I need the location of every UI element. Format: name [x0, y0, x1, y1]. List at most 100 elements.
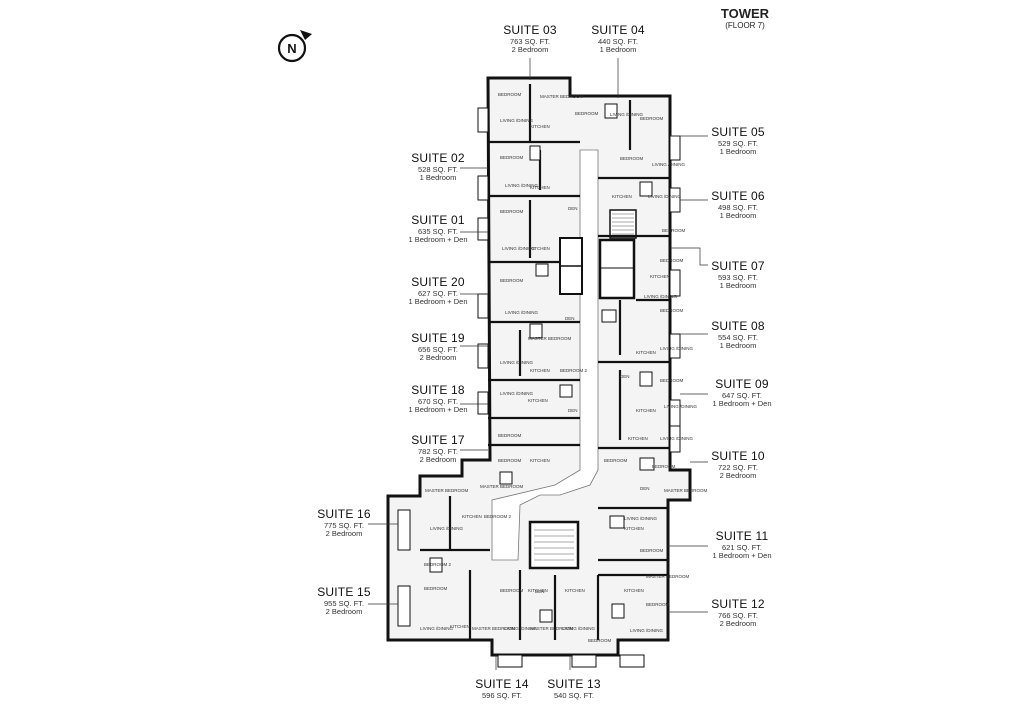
- room-label: BEDROOM: [660, 308, 684, 313]
- room-label: KITCHEN: [636, 350, 656, 355]
- room-label: BEDROOM: [500, 209, 524, 214]
- room-label: MASTER BEDROOM: [530, 626, 574, 631]
- south-wing-walls: [420, 496, 668, 640]
- room-label: BEDROOM: [662, 228, 686, 233]
- room-label: KITCHEN: [528, 588, 548, 593]
- room-label: BEDROOM: [652, 464, 676, 469]
- room-label: KITCHEN: [530, 368, 550, 373]
- leader-lines: [368, 58, 708, 670]
- left-suite-walls: [488, 84, 580, 447]
- room-label: KITCHEN: [624, 588, 644, 593]
- building-core: [528, 209, 637, 570]
- room-label: BEDROOM 2: [484, 514, 512, 519]
- room-label: LIVING /DINING: [505, 183, 539, 188]
- room-label: BEDROOM: [660, 258, 684, 263]
- room-label: MASTER BEDROOM: [664, 488, 708, 493]
- room-label: KITCHEN: [636, 408, 656, 413]
- room-label: LIVING /DINING: [500, 118, 534, 123]
- room-label: MASTER BEDROOM: [540, 94, 584, 99]
- room-label: BEDROOM: [500, 588, 524, 593]
- room-label: LIVING /DINING: [610, 112, 644, 117]
- corridor: [491, 149, 599, 561]
- room-label: BEDROOM: [498, 458, 522, 463]
- room-label: KITCHEN: [530, 124, 550, 129]
- room-label: MASTER BEDROOM: [646, 574, 690, 579]
- room-label: BEDROOM: [500, 278, 524, 283]
- right-suite-walls: [598, 100, 670, 562]
- room-label: BEDROOM 2: [424, 562, 452, 567]
- balconies: [397, 107, 681, 668]
- room-label: DEN: [565, 316, 575, 321]
- room-label: LIVING /DINING: [430, 526, 464, 531]
- room-label: LIVING /DINING: [624, 516, 658, 521]
- north-compass-icon: N: [277, 30, 312, 63]
- room-label: DEN: [535, 589, 545, 594]
- room-label: LIVING /DINING: [660, 436, 694, 441]
- room-label: LIVING /DINING: [652, 162, 686, 167]
- room-label: LIVING /DINING: [504, 626, 538, 631]
- room-label: MASTER BEDROOM: [528, 336, 572, 341]
- room-label: LIVING /DINING: [664, 404, 698, 409]
- room-label: BEDROOM: [604, 458, 628, 463]
- room-label: KITCHEN: [530, 458, 550, 463]
- room-label: BEDROOM: [640, 116, 664, 121]
- room-label: KITCHEN: [624, 526, 644, 531]
- room-labels: BEDROOM MASTER BEDROOM LIVING /DINING KI…: [420, 92, 708, 643]
- room-label: BEDROOM: [498, 433, 522, 438]
- room-label: DEN: [620, 374, 630, 379]
- room-label: KITCHEN: [450, 624, 470, 629]
- room-label: BEDROOM: [424, 586, 448, 591]
- room-label: KITCHEN: [565, 588, 585, 593]
- room-label: KITCHEN: [528, 398, 548, 403]
- tower-title: TOWER: [720, 6, 770, 21]
- room-label: KITCHEN: [628, 436, 648, 441]
- room-label: BEDROOM: [640, 548, 664, 553]
- room-label: BEDROOM: [660, 378, 684, 383]
- room-label: MASTER BEDROOM: [425, 488, 469, 493]
- room-label: LIVING /DINING: [562, 626, 596, 631]
- room-label: BEDROOM: [498, 92, 522, 97]
- plan-title: TOWER (FLOOR 7): [700, 6, 790, 30]
- room-label: LIVING /DINING: [505, 310, 539, 315]
- room-label: DEN: [568, 408, 578, 413]
- room-label: LIVING /DINING: [420, 626, 454, 631]
- room-label: BEDROOM: [500, 155, 524, 160]
- fixtures: [429, 103, 655, 623]
- room-label: KITCHEN: [530, 185, 550, 190]
- room-label: KITCHEN: [650, 274, 670, 279]
- room-label: BEDROOM: [646, 602, 670, 607]
- room-label: LIVING /DINING: [502, 246, 536, 251]
- room-label: LIVING /DINING: [648, 194, 682, 199]
- room-label: MASTER BEDROOM: [472, 626, 516, 631]
- room-label: LIVING /DINING: [630, 628, 664, 633]
- room-label: LIVING /DINING: [500, 391, 534, 396]
- room-label: BEDROOM 2: [560, 368, 588, 373]
- room-label: BEDROOM: [588, 638, 612, 643]
- floor-subtitle: (FLOOR 7): [725, 21, 765, 30]
- room-label: LIVING /DINING: [660, 346, 694, 351]
- room-label: LIVING /DINING: [500, 360, 534, 365]
- room-label: LIVING /DINING: [644, 294, 678, 299]
- room-label: DEN: [640, 486, 650, 491]
- compass-label: N: [287, 41, 296, 56]
- room-label: MASTER BEDROOM: [480, 484, 524, 489]
- room-label: BEDROOM: [575, 111, 599, 116]
